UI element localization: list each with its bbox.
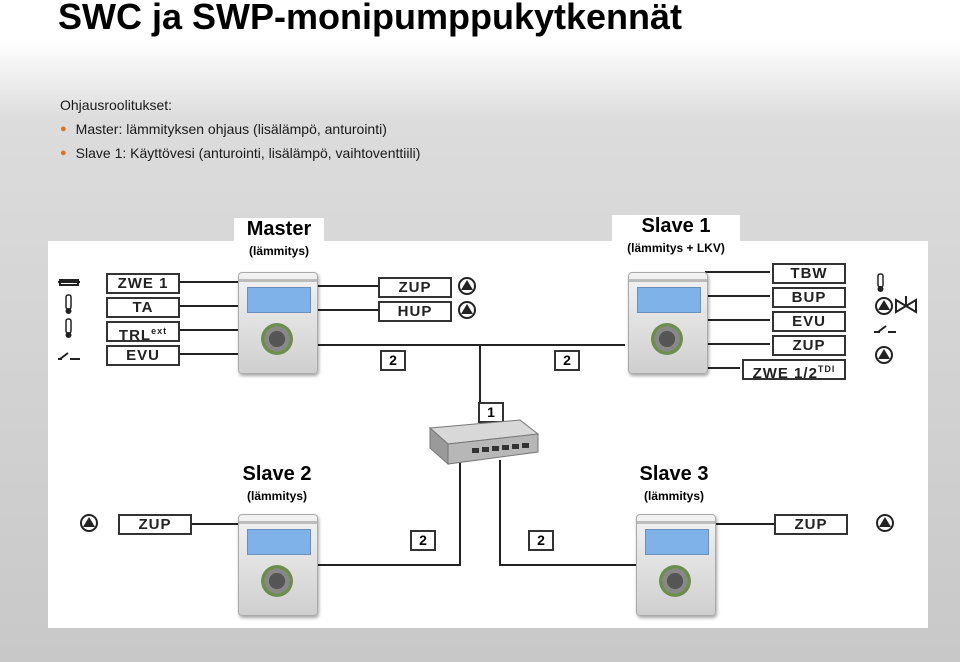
master-controller	[238, 272, 318, 374]
cable-count-label: 2	[380, 350, 406, 371]
roles-list: ● Master: lämmityksen ohjaus (lisälämpö, …	[60, 121, 420, 161]
cable-count-label: 2	[554, 350, 580, 371]
pump-icon	[80, 514, 98, 532]
role-item: ● Slave 1: Käyttövesi (anturointi, lisälä…	[60, 145, 420, 161]
cable-count-label: 1	[478, 402, 504, 423]
sensor-icons	[58, 279, 80, 360]
slave2-controller	[238, 514, 318, 616]
master-role: (lämmitys)	[248, 244, 310, 258]
cable-count-label: 2	[528, 530, 554, 551]
control-knob	[261, 565, 293, 597]
master-input-tag: ZWE 1	[106, 273, 180, 294]
role-item: ● Master: lämmityksen ohjaus (lisälämpö, …	[60, 121, 420, 137]
slave1-output-tag: ZUP	[772, 335, 846, 356]
slave1-output-tag: TBW	[772, 263, 846, 284]
page-title: SWC ja SWP-monipumppukytkennät	[58, 0, 683, 37]
master-input-tag: TA	[106, 297, 180, 318]
slave1-controller	[628, 272, 708, 374]
role-text: Master: lämmityksen ohjaus (lisälämpö, a…	[75, 121, 387, 137]
slave1-name: Slave 1	[641, 215, 711, 237]
control-knob	[651, 323, 683, 355]
master-name: Master	[246, 218, 312, 240]
slave2-label: Slave 2 (lämmitys)	[232, 463, 322, 513]
master-input-tag: TRLext	[106, 321, 180, 344]
slave3-name: Slave 3	[639, 463, 709, 485]
slave1-label: Slave 1 (lämmitys + LKV)	[612, 215, 740, 265]
control-knob	[659, 565, 691, 597]
pump-icon	[458, 277, 476, 319]
slave2-role: (lämmitys)	[246, 489, 308, 503]
slave1-output-tag: BUP	[772, 287, 846, 308]
slave3-output-tag: ZUP	[774, 514, 848, 535]
slave3-label: Slave 3 (lämmitys)	[628, 463, 720, 513]
cable-count-label: 2	[410, 530, 436, 551]
controller-display	[645, 529, 709, 555]
controller-display	[247, 529, 311, 555]
bullet-icon: ●	[60, 147, 67, 159]
roles-section: Ohjausroolitukset: ● Master: lämmityksen …	[60, 97, 420, 169]
slave1-output-tag: EVU	[772, 311, 846, 332]
slave1-role: (lämmitys + LKV)	[627, 241, 725, 255]
slave3-role: (lämmitys)	[643, 489, 705, 503]
master-output-tag: ZUP	[378, 277, 452, 298]
slave1-output-tag: ZWE 1/2TDI	[742, 359, 846, 382]
master-output-tag: HUP	[378, 301, 452, 322]
slave3-controller	[636, 514, 716, 616]
master-label: Master (lämmitys)	[234, 218, 324, 268]
slave2-output-tag: ZUP	[118, 514, 192, 535]
slave2-name: Slave 2	[242, 463, 312, 485]
slave1-device-icons	[874, 273, 917, 364]
roles-header: Ohjausroolitukset:	[60, 97, 173, 113]
pump-icon	[876, 514, 894, 532]
controller-display	[247, 287, 311, 313]
network-switch-icon	[428, 419, 540, 466]
bullet-icon: ●	[60, 123, 67, 135]
role-text: Slave 1: Käyttövesi (anturointi, lisäläm…	[75, 145, 421, 161]
control-knob	[261, 323, 293, 355]
master-input-tag: EVU	[106, 345, 180, 366]
controller-display	[637, 287, 701, 313]
